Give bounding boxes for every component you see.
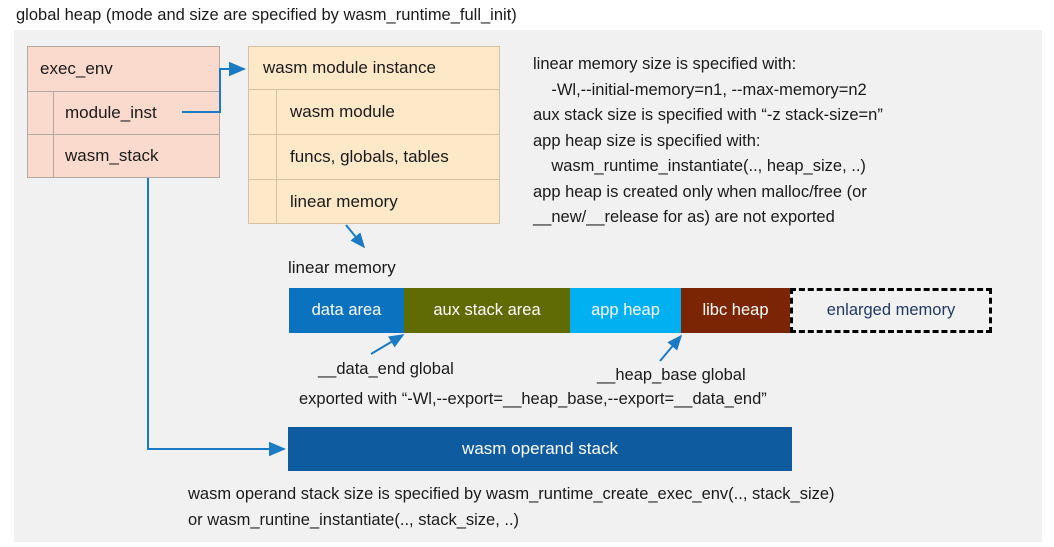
exec-env-field-module-inst: module_inst xyxy=(27,92,220,135)
exported-with-note: exported with “-Wl,--export=__heap_base,… xyxy=(299,390,767,408)
exec-env-header: exec_env xyxy=(27,46,220,92)
linear-memory-bar: data area aux stack area app heap libc h… xyxy=(289,288,992,333)
page-title: global heap (mode and size are specified… xyxy=(16,6,517,24)
wasm-stack-label: wasm_stack xyxy=(65,146,159,165)
segment-data-area: data area xyxy=(289,288,404,333)
instance-gutter-2 xyxy=(249,135,277,179)
linear-memory-label: linear memory xyxy=(288,258,396,277)
linear-memory-field-label: linear memory xyxy=(290,191,398,211)
wasm-module-instance-box: wasm module instance wasm module funcs, … xyxy=(248,46,500,224)
instance-field-linear-memory: linear memory xyxy=(248,180,500,224)
instance-gutter-1 xyxy=(249,90,277,134)
segment-enlarged-memory: enlarged memory xyxy=(790,288,992,333)
heap-base-global-label: __heap_base global xyxy=(597,366,746,384)
instance-header: wasm module instance xyxy=(248,46,500,90)
wasm-module-label: wasm module xyxy=(290,102,395,121)
exec-env-field-wasm-stack: wasm_stack xyxy=(27,135,220,178)
segment-app-heap: app heap xyxy=(570,288,681,333)
wasm-operand-stack-bar: wasm operand stack xyxy=(288,427,792,471)
instance-field-wasm-module: wasm module xyxy=(248,90,500,135)
module-inst-label: module_inst xyxy=(65,103,157,122)
instance-field-funcs-globals-tables: funcs, globals, tables xyxy=(248,135,500,180)
segment-aux-stack-area: aux stack area xyxy=(404,288,570,333)
data-end-global-label: __data_end global xyxy=(318,360,454,378)
right-notes-block: linear memory size is specified with: -W… xyxy=(533,55,883,226)
operand-stack-note: wasm operand stack size is specified by … xyxy=(188,485,835,529)
instance-gutter-3 xyxy=(249,180,277,223)
funcs-globals-tables-label: funcs, globals, tables xyxy=(290,147,449,166)
exec-env-box: exec_env module_inst wasm_stack xyxy=(27,46,220,178)
exec-env-gutter xyxy=(28,92,54,134)
segment-libc-heap: libc heap xyxy=(681,288,790,333)
exec-env-gutter-2 xyxy=(28,135,54,177)
